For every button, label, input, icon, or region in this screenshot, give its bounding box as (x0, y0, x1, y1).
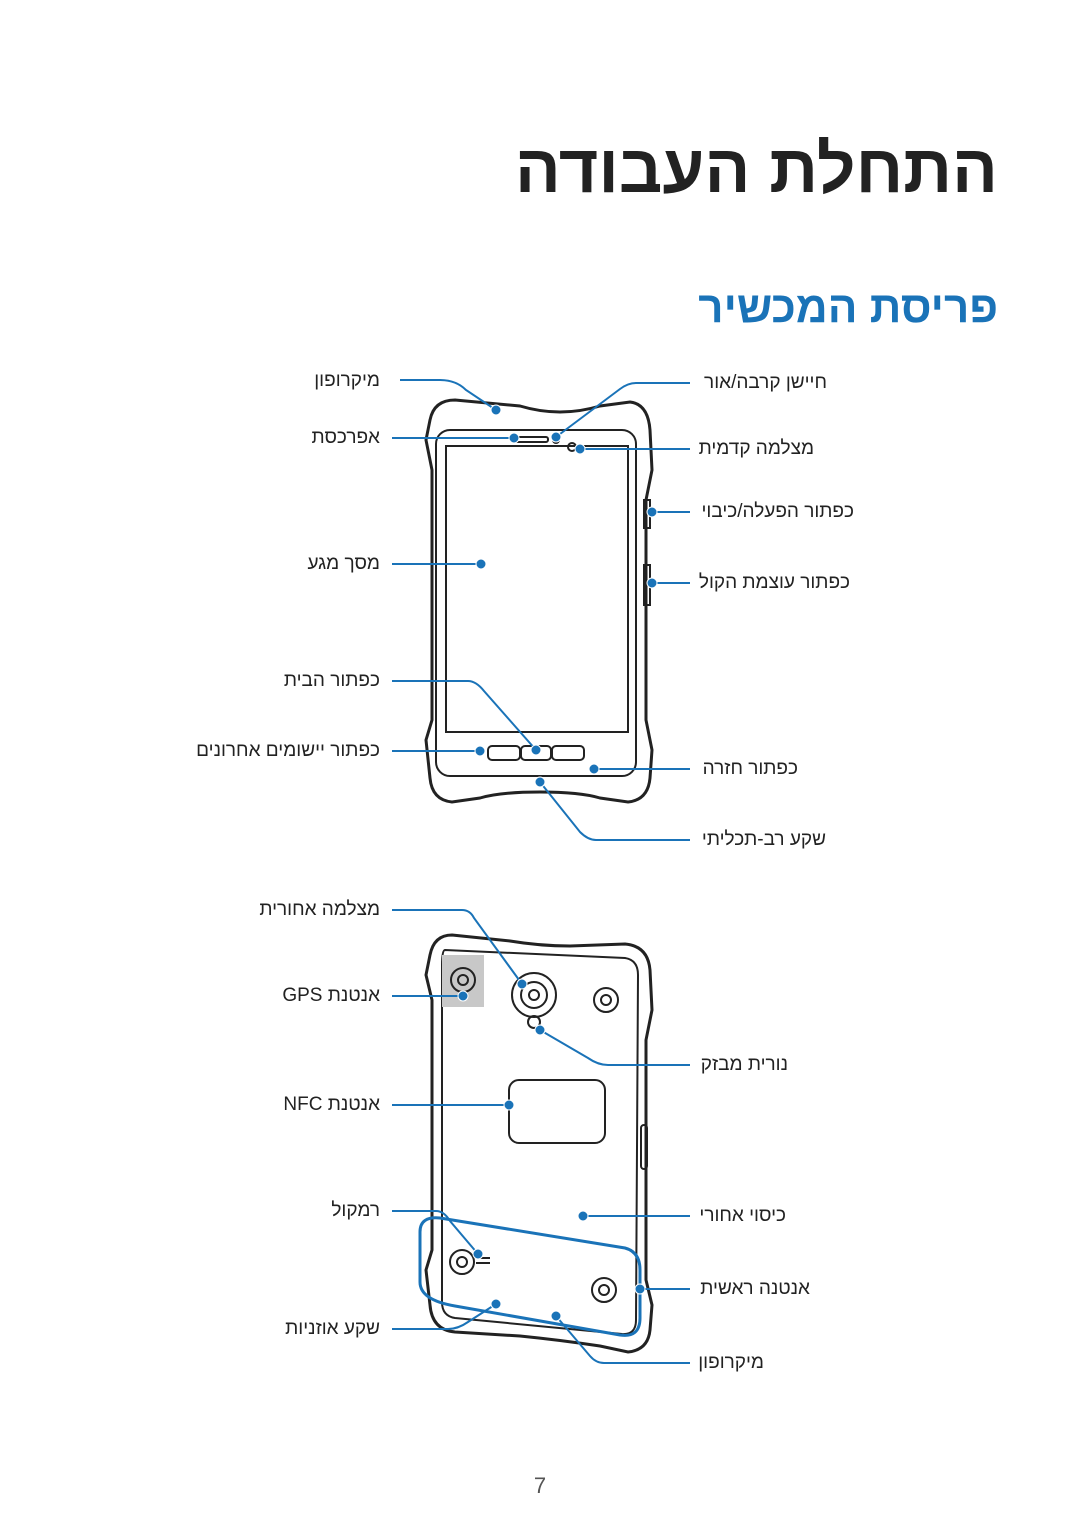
label-nfc-antenna: אנטנת NFC (283, 1094, 380, 1115)
label-flash: נורית מבזק (700, 1054, 788, 1075)
main-antenna-outline (418, 1216, 642, 1337)
screw-bottom-left (449, 1249, 475, 1275)
flash-ring (527, 1015, 541, 1029)
page-number: 7 (533, 1473, 547, 1498)
screw-bottom-right (591, 1277, 617, 1303)
nfc-area (508, 1079, 606, 1144)
label-proximity-light-sensor: חיישן קרבה/אור (704, 372, 827, 393)
callout-speaker (392, 1210, 479, 1255)
label-volume-button: כפתור עוצמת הקול (698, 572, 850, 593)
label-gps-antenna: אנטנת GPS (282, 985, 380, 1006)
back-device (424, 933, 654, 1354)
front-device (424, 398, 654, 804)
callout-microphone-bottom (555, 1315, 690, 1364)
back-button-shape (551, 745, 585, 761)
label-back-button: כפתור חזרה (702, 758, 798, 779)
front-screen-bezel (435, 429, 637, 777)
rear-camera-center (528, 989, 540, 1001)
callout-flash (539, 1029, 690, 1066)
front-device-body (424, 398, 654, 804)
section-title: פריסת המכשיר (698, 283, 998, 332)
screw-top-right-inner (600, 994, 612, 1006)
label-back-cover: כיסוי אחורי (699, 1205, 786, 1226)
label-recent-apps-button: כפתור יישומים אחרונים (196, 740, 380, 761)
callout-rear-camera (392, 909, 523, 985)
label-touchscreen: מסך מגע (307, 553, 380, 574)
page-title: התחלת העבודה (514, 131, 998, 207)
label-power-button: כפתור הפעלה/כיבוי (701, 501, 854, 522)
touchscreen-area (445, 445, 629, 733)
callout-dots (457, 404, 658, 1322)
rear-camera-lens (520, 981, 548, 1009)
screw-bottom-left-inner (456, 1256, 468, 1268)
label-home-button: כפתור הבית (283, 670, 380, 691)
label-multipurpose-jack: שקע רב-תכליתי (701, 829, 826, 850)
label-speaker: רמקול (331, 1200, 380, 1221)
label-main-antenna: אנטנה ראשית (700, 1278, 810, 1299)
label-microphone-top: מיקרופון (314, 370, 380, 391)
callout-microphone-top (400, 379, 497, 411)
label-microphone-bottom: מיקרופון (698, 1352, 764, 1373)
callout-home (392, 680, 537, 751)
callout-jack (539, 781, 690, 841)
callout-earphone (392, 1303, 497, 1330)
screw-top-right (593, 987, 619, 1013)
callout-proximity (555, 382, 690, 438)
side-grip-slot (640, 1124, 648, 1170)
label-front-camera: מצלמה קדמית (698, 438, 814, 459)
label-earphone-jack: שקע אוזניות (285, 1318, 380, 1339)
callout-lines (392, 379, 690, 1364)
label-rear-camera: מצלמה אחורית (259, 899, 380, 920)
recent-button-shape (487, 745, 521, 761)
gps-screw-inner (457, 974, 469, 986)
back-device-body (424, 933, 654, 1354)
label-earpiece: אפרכסת (311, 427, 380, 448)
screw-bottom-right-inner (598, 1284, 610, 1296)
